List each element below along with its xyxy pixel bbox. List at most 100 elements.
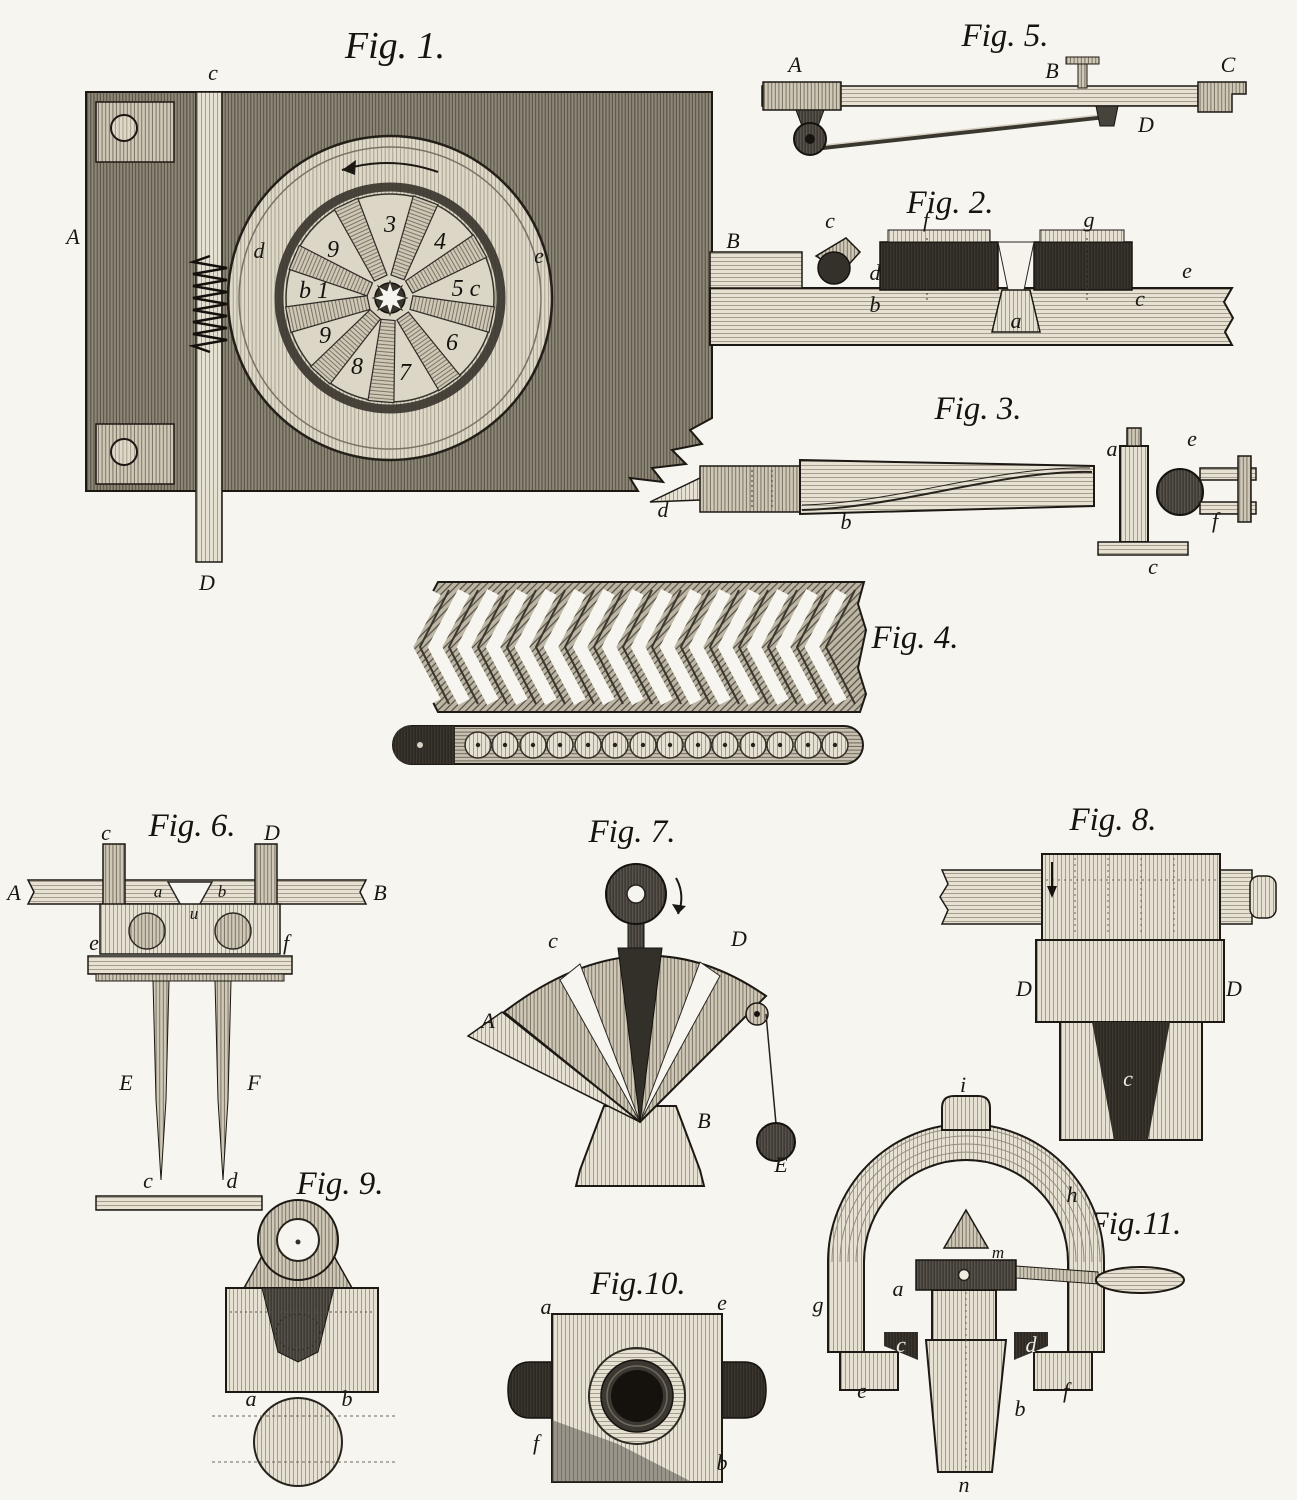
fig11-foot-right xyxy=(1033,1351,1093,1391)
fig2-bed xyxy=(709,287,1235,346)
fig4-chevron-shade xyxy=(505,589,537,705)
fig6-label-D: D xyxy=(263,820,280,845)
fig4-chevron-link xyxy=(543,588,586,706)
fig4-chevron-link xyxy=(775,588,818,706)
fig1-wheel-number: 8 xyxy=(351,354,363,380)
fig4-roller-pin xyxy=(722,742,728,748)
fig9-funnel xyxy=(261,1287,335,1363)
fig1-wheel-number: b 1 xyxy=(299,278,329,304)
figure-4: Fig. 4. xyxy=(392,581,959,765)
fig4-chevron-shade xyxy=(447,589,479,705)
fig4-chevron-shade xyxy=(476,589,508,705)
fig4-roller-pin xyxy=(557,742,563,748)
fig2-label-B: B xyxy=(726,228,739,253)
fig3-label-e: e xyxy=(1187,426,1197,451)
fig2-label-c-top: c xyxy=(825,208,835,233)
fig11-arch-contour xyxy=(839,1135,1093,1263)
fig6-label-u: u xyxy=(190,904,199,923)
fig1-blade xyxy=(409,295,496,334)
fig5-connecting-rod xyxy=(817,113,1111,151)
fig3-clevis-pin xyxy=(1237,455,1252,523)
fig6-label-E: E xyxy=(118,1070,133,1095)
fig11-label-e: e xyxy=(857,1378,867,1403)
fig4-chain-end-dot xyxy=(417,742,423,748)
fig6-label-F: F xyxy=(246,1070,261,1095)
fig7-slot-left xyxy=(559,963,641,1123)
fig11-cone xyxy=(942,1208,990,1249)
fig1-blade xyxy=(284,295,371,334)
fig1-wheel-number: 3 xyxy=(383,212,396,238)
fig1-disc-groove xyxy=(238,146,542,450)
fig4-chevron-shade xyxy=(737,589,769,705)
fig3-label-a: a xyxy=(1107,436,1118,461)
figure-7: Fig. 7. A c D B E xyxy=(466,814,796,1187)
fig11-label-a: a xyxy=(893,1276,904,1301)
fig11-chimney xyxy=(941,1095,991,1131)
fig4-chevron-shade xyxy=(534,589,566,705)
fig2-cam xyxy=(817,251,851,285)
fig1-wheel-number: 4 xyxy=(434,229,446,255)
fig4-roller-pin xyxy=(777,742,783,748)
fig11-wedge-left xyxy=(884,1332,918,1360)
fig11-handle xyxy=(1095,1266,1185,1294)
fig8-sleeve xyxy=(1041,853,1221,941)
fig4-chevron-link xyxy=(746,588,789,706)
fig10-label-b: b xyxy=(717,1450,728,1475)
fig8-frame-upper xyxy=(1035,939,1225,1023)
figure-1: Fig. 1. 3 4 5 c 6 7 8 9 b 1 9 c A xyxy=(64,25,713,595)
fig2-cap-right xyxy=(1039,229,1125,243)
fig7-label-D: D xyxy=(730,926,747,951)
fig8-title: Fig. 8. xyxy=(1068,802,1156,838)
figure-2: Fig. 2. B c f g d e b a c xyxy=(709,185,1235,346)
fig4-chevron-link xyxy=(514,588,557,706)
fig11-arch-contour xyxy=(847,1143,1085,1263)
fig4-chevron-link xyxy=(485,588,528,706)
fig4-chevron-shade xyxy=(824,589,856,705)
fig4-chevron-link xyxy=(688,588,731,706)
fig6-label-B: B xyxy=(373,880,386,905)
fig3-post-knob xyxy=(1126,427,1142,447)
fig10-knob-left xyxy=(507,1361,557,1419)
fig6-needle-E xyxy=(152,980,170,1181)
fig2-label-a: a xyxy=(1011,308,1022,333)
fig1-wheel-number: 6 xyxy=(446,330,458,356)
fig3-label-b: b xyxy=(841,509,852,534)
fig4-chevron-shade xyxy=(592,589,624,705)
fig4-chevron-shade xyxy=(708,589,740,705)
figure-9: Fig. 9. a b xyxy=(212,1166,396,1487)
fig11-arch xyxy=(827,1123,1105,1353)
fig5-connecting-rod-highlight xyxy=(816,113,1110,147)
fig4-chevron-link xyxy=(456,588,499,706)
fig2-title: Fig. 2. xyxy=(905,185,993,221)
fig7-label-E: E xyxy=(773,1152,788,1177)
fig2-label-e: e xyxy=(1182,258,1192,283)
fig4-roller-pin xyxy=(750,742,756,748)
fig11-label-b: b xyxy=(1015,1396,1026,1421)
fig8-label-D-right: D xyxy=(1225,976,1242,1001)
fig4-roller-pin xyxy=(640,742,646,748)
fig11-label-g: g xyxy=(813,1292,824,1317)
fig11-label-i: i xyxy=(960,1072,966,1097)
fig1-screw-hole-top xyxy=(110,114,138,142)
fig11-label-d: d xyxy=(1026,1332,1038,1357)
fig9-hidden-bore xyxy=(275,1313,321,1351)
fig5-label-C: C xyxy=(1221,52,1236,77)
fig4-chevron-shade xyxy=(418,589,450,705)
fig1-blade xyxy=(333,197,388,282)
fig3-spiral-edge-inner xyxy=(801,467,1091,506)
fig6-table-lip xyxy=(95,973,285,982)
fig3-label-d: d xyxy=(658,497,670,522)
fig7-pointer xyxy=(617,947,663,1123)
fig5-crank-stem xyxy=(1077,61,1088,89)
fig1-wheel-number: 5 c xyxy=(452,276,481,302)
fig4-roller-pin xyxy=(475,742,481,748)
fig5-right-bracket xyxy=(1197,81,1247,113)
fig1-label-d: d xyxy=(254,238,266,263)
fig5-title: Fig. 5. xyxy=(960,18,1048,54)
fig4-chevron-shade xyxy=(650,589,682,705)
fig2-left-step xyxy=(709,251,803,289)
fig4-chevron-link xyxy=(398,588,441,706)
fig1-screw-hole-bottom xyxy=(110,438,138,466)
fig3-holder xyxy=(699,465,801,513)
